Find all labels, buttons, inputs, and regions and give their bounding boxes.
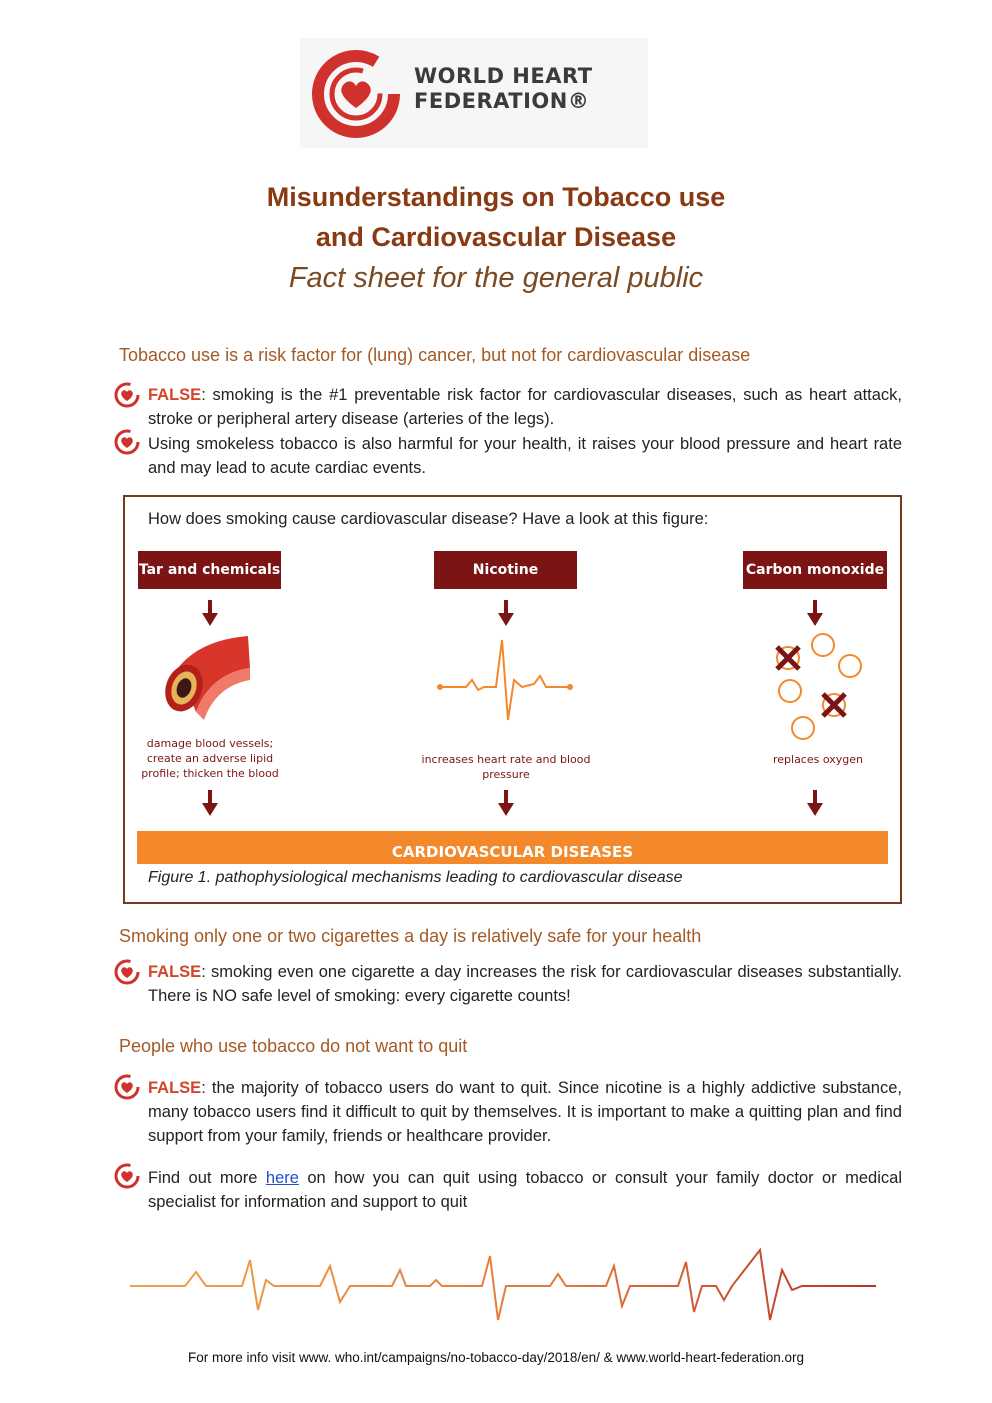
blood-vessel-illustration (165, 636, 250, 720)
heartbeat-line-decoration (130, 1247, 876, 1321)
cardiovascular-diseases-bar: CARDIOVASCULAR DISEASES (137, 831, 888, 864)
heart-bullet-icon (114, 959, 140, 985)
false-label: FALSE (148, 963, 202, 981)
heart-logo-icon (312, 50, 400, 138)
footer-info: For more info visit www. who.int/campaig… (187, 1350, 805, 1365)
bullet-body-pre: Find out more (148, 1169, 266, 1187)
false-label: FALSE (148, 386, 202, 404)
bullet-text: FALSE: smoking is the #1 preventable ris… (148, 383, 902, 431)
down-arrow-icon (202, 790, 218, 816)
figure-header-tar: Tar and chemicals (138, 551, 281, 589)
page-subtitle: Fact sheet for the general public (288, 262, 704, 294)
heart-bullet-icon (114, 429, 140, 455)
down-arrow-icon (498, 600, 514, 626)
bullet-body-post: on how you can quit using tobacco or con… (148, 1169, 902, 1211)
figure-header-nicotine: Nicotine (434, 551, 577, 589)
down-arrow-icon (202, 600, 218, 626)
bullet-body: : smoking even one cigarette a day incre… (148, 963, 902, 1005)
logo-text: WORLD HEART FEDERATION® (414, 64, 593, 114)
figure-intro: How does smoking cause cardiovascular di… (148, 510, 709, 528)
bullet-body: : smoking is the #1 preventable risk fac… (148, 386, 902, 428)
figure-caption-nicotine: increases heart rate and blood pressure (421, 753, 591, 781)
red-blood-cells-illustration (775, 633, 862, 740)
figure-box (123, 495, 902, 904)
section-heading-3: People who use tobacco do not want to qu… (119, 1036, 468, 1056)
figure-caption-tar: damage blood vessels; create an adverse … (141, 737, 279, 780)
down-arrow-icon (807, 600, 823, 626)
bullet-text: FALSE: smoking even one cigarette a day … (148, 960, 902, 1008)
page-title-line-2: and Cardiovascular Disease (315, 222, 677, 252)
logo-line-1: WORLD HEART (414, 64, 593, 88)
figure-caption-carbon-monoxide: replaces oxygen (772, 753, 863, 766)
false-label: FALSE (148, 1079, 202, 1097)
heart-bullet-icon (114, 1074, 140, 1100)
bullet-body: : the majority of tobacco users do want … (148, 1079, 902, 1145)
section-heading-1: Tobacco use is a risk factor for (lung) … (119, 345, 751, 365)
section-heading-2: Smoking only one or two cigarettes a day… (119, 926, 702, 946)
heartbeat-icon (437, 639, 573, 721)
heart-bullet-icon (114, 1163, 140, 1189)
here-link[interactable]: here (265, 1169, 299, 1187)
heart-bullet-icon (114, 382, 140, 408)
figure-header-carbon-monoxide: Carbon monoxide (743, 551, 887, 589)
down-arrow-icon (807, 790, 823, 816)
down-arrow-icon (498, 790, 514, 816)
bullet-text: FALSE: the majority of tobacco users do … (148, 1076, 902, 1148)
page-title-line-1: Misunderstandings on Tobacco use (266, 182, 726, 212)
figure-caption: Figure 1. pathophysiological mechanisms … (148, 869, 683, 886)
bullet-text: Using smokeless tobacco is also harmful … (148, 435, 902, 477)
world-heart-federation-logo: WORLD HEART FEDERATION® (300, 38, 648, 148)
logo-line-2: FEDERATION® (414, 89, 590, 113)
bullet-text: Find out more here on how you can quit u… (148, 1166, 902, 1214)
